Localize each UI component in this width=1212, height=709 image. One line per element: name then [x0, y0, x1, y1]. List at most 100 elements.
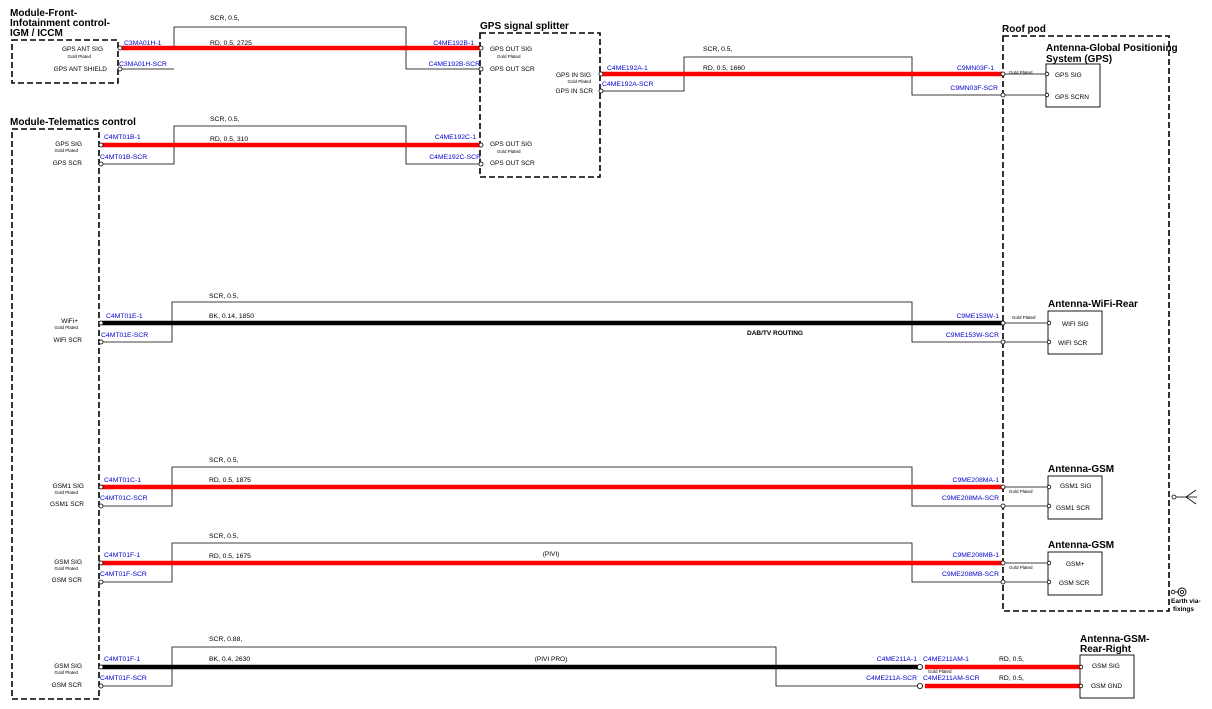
conn-right-scr-3: C9ME153W-SCR: [946, 332, 999, 339]
inline-connector-dot: [917, 683, 924, 690]
splitter-gold-1: Gold Plated: [497, 54, 521, 59]
antenna-gsm2-gold: Gold Plated: [1009, 565, 1033, 570]
circuit-splitter-roof-gps: SCR, 0.5, RD, 0.5, 1660 C4ME192A-1 C4ME1…: [598, 46, 1050, 98]
antenna-gsm1-title: Antenna-GSM: [1048, 464, 1114, 475]
antenna-wifi: Antenna-WiFi-Rear WIFI SIG WIFI SCR Gold…: [1012, 299, 1138, 355]
terminal-dot: [1078, 683, 1084, 689]
scr-drain-line-6: [102, 667, 173, 687]
antenna-gsm1-pin-sig: GSM1 SIG: [1060, 483, 1091, 490]
terminal-dot: [1000, 339, 1006, 345]
antenna-gps-gold: Gold Plated: [1009, 70, 1033, 75]
terminal-dot: [98, 683, 104, 689]
inline-connector-dot: [917, 664, 924, 671]
terminal-dot: [98, 579, 104, 585]
conn-left-sig-2: C4ME192A-1: [607, 65, 648, 72]
wire-label-2: RD, 0.5, 1660: [703, 65, 745, 72]
conn-right-sig-1: C4ME192C-1: [435, 134, 476, 141]
note-dab-tv-routing: DAB/TV ROUTING: [747, 330, 803, 337]
antenna-wifi-pin-sig: WIFI SIG: [1062, 321, 1089, 328]
tel-pin-gsm1-scr: GSM1 SCR: [50, 501, 84, 508]
terminal-dot: [1171, 494, 1177, 500]
tel-pin-gps-sig: GPS SIG: [55, 141, 82, 148]
terminal-dot: [478, 45, 484, 51]
telematics-module: Module-Telematics control GPS SIG Gold P…: [10, 117, 136, 700]
scr-drain-line-2: [602, 74, 685, 92]
terminal-dot: [1046, 579, 1052, 585]
front-infotainment-module: Module-Front- Infotainment control- IGM …: [10, 8, 119, 84]
terminal-dot: [1078, 664, 1084, 670]
antenna-gsm1: Antenna-GSM GSM1 SIG GSM1 SCR Gold Plate…: [1009, 464, 1114, 520]
conn-right-sig-6: C4ME211A-1: [877, 656, 918, 663]
terminal-dot: [478, 142, 484, 148]
gps-splitter-title: GPS signal splitter: [480, 21, 569, 32]
terminal-dot: [98, 664, 104, 670]
tel-pin-gsm-scr-2: GSM SCR: [52, 682, 83, 689]
terminal-dot: [1000, 71, 1006, 77]
conn-right-sig-0: C4ME192B-1: [433, 40, 474, 47]
conn-right-sig-4: C9ME208MA-1: [953, 477, 1000, 484]
wire-label-3: BK, 0.14, 1850: [209, 313, 254, 320]
splitter-pin-out-sig-2: GPS OUT SIG: [490, 141, 532, 148]
conn-right-scr-5: C9ME208MB-SCR: [942, 571, 999, 578]
antenna-gsm2-pin-plus: GSM+: [1066, 561, 1085, 568]
antenna-gsm2: Antenna-GSM GSM+ GSM SCR Gold Plated: [1009, 540, 1114, 596]
antenna-gsm-rear-box: [1079, 654, 1135, 699]
terminal-dot: [1046, 339, 1052, 345]
screen-label-5: SCR, 0.5,: [209, 533, 239, 540]
splitter-pin-out-scr-1: GPS OUT SCR: [490, 66, 535, 73]
terminal-dot: [478, 161, 484, 167]
antenna-gsm1-box: [1047, 475, 1103, 520]
tel-pin-wifi-plus: WiFi+: [61, 318, 78, 325]
tel-gold-1: Gold Plated: [54, 148, 78, 153]
antenna-wifi-title: Antenna-WiFi-Rear: [1048, 299, 1138, 310]
conn-right-scr-4: C9ME208MA-SCR: [942, 495, 999, 502]
scr-drain-line-3: [102, 323, 173, 343]
circuit-infotainment-gps: SCR, 0.5, RD, 0.5, 2725 C3MA01H-1 C3MA01…: [117, 15, 484, 72]
screen-label-4: SCR, 0.5,: [209, 457, 239, 464]
conn-left-sig-3: C4MT01E-1: [106, 313, 143, 320]
conn-left-scr-1: C4MT01B-SCR: [100, 154, 147, 161]
screen-label-6: SCR, 0.88,: [209, 636, 242, 643]
terminal-dot: [98, 161, 104, 167]
tel-pin-gsm-scr-1: GSM SCR: [52, 577, 83, 584]
antenna-gsm-rear-title-1: Antenna-GSM-: [1080, 634, 1149, 645]
terminal-dot: [98, 560, 104, 566]
terminal-dot: [1046, 320, 1052, 326]
conn-left-scr-6: C4MT01F-SCR: [100, 675, 147, 682]
conn-right-sig-2: C9MN03F-1: [957, 65, 994, 72]
terminal-dot: [98, 503, 104, 509]
terminal-dot: [1046, 503, 1052, 509]
tel-pin-gsm-sig-2: GSM SIG: [54, 663, 82, 670]
terminal-dot: [1000, 560, 1006, 566]
terminal-dot: [1046, 484, 1052, 490]
terminal-dot: [598, 71, 604, 77]
wire-label-4: RD, 0.5, 1875: [209, 477, 251, 484]
antenna-gps-title-2: System (GPS): [1046, 54, 1112, 65]
front-infotainment-title-3: IGM / ICCM: [10, 28, 63, 39]
conn-right-scr-0: C4ME192B-SCR: [429, 61, 480, 68]
scr-drain-line-5: [102, 563, 173, 583]
screen-label-0: SCR, 0.5,: [210, 15, 240, 22]
conn-left-scr-4: C4MT01C-SCR: [100, 495, 148, 502]
terminal-dot: [478, 66, 484, 72]
antenna-gsm-rear: Antenna-GSM- Rear-Right GSM SIG GSM GND: [1079, 634, 1149, 699]
antenna-wifi-box: [1047, 310, 1103, 355]
tel-pin-gps-scr: GPS SCR: [53, 160, 83, 167]
conn-right-scr-1: C4ME192C-SCR: [429, 154, 481, 161]
terminal-dot: [98, 484, 104, 490]
note-pivi-pro: (PIVI PRO): [535, 656, 568, 663]
antenna-gps-title-1: Antenna-Global Positioning: [1046, 43, 1178, 54]
scr-drain-line-4: [102, 487, 173, 507]
antenna-wifi-pin-scr: WIFI SCR: [1058, 340, 1088, 347]
conn-left-sig-1: C4MT01B-1: [104, 134, 141, 141]
front-pin-gps-ant-sig: GPS ANT SIG: [62, 46, 103, 53]
wire-label-5: RD, 0.5, 1675: [209, 553, 251, 560]
antenna-gsm2-pin-scr: GSM SCR: [1059, 580, 1090, 587]
gps-splitter: GPS signal splitter GPS OUT SIG Gold Pla…: [479, 21, 601, 178]
antenna-gsm2-box: [1047, 551, 1103, 596]
splitter-pin-out-scr-2: GPS OUT SCR: [490, 160, 535, 167]
tel-gold-2: Gold Plated: [54, 325, 78, 330]
roof-pod: Roof pod: [1002, 24, 1170, 612]
tel-gold-3: Gold Plated: [54, 490, 78, 495]
